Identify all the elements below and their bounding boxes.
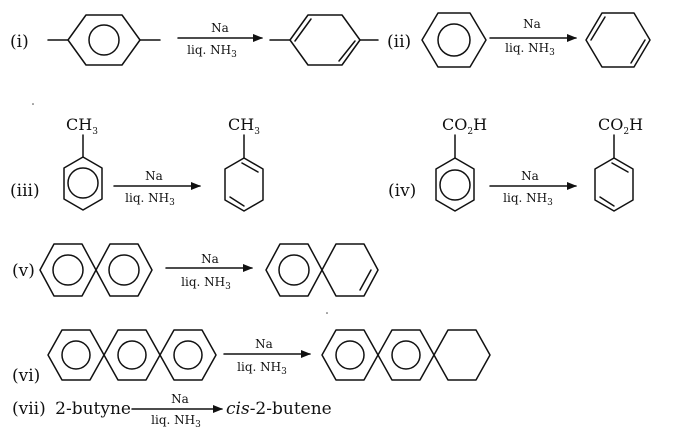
reagent-nh3: liq. NH3 xyxy=(187,43,237,60)
reaction-arrow-i: Na liq. NH3 xyxy=(177,21,263,60)
reactant-benzoic-acid: CO2H xyxy=(435,115,487,212)
reagent-nh3: liq. NH3 xyxy=(125,191,175,208)
reaction-arrow-iii: Na liq. NH3 xyxy=(113,169,201,208)
reaction-v: (v) Na liq. NH3 xyxy=(12,243,379,297)
reagent-nh3: liq. NH3 xyxy=(237,360,287,377)
product-cyclohexadiene xyxy=(585,12,651,68)
reagent-na: Na xyxy=(145,169,163,183)
reagent-na: Na xyxy=(255,337,273,351)
reaction-iii: (iii) CH3 Na liq. NH3 CH3 xyxy=(10,115,264,212)
methyl-group: CH3 xyxy=(66,115,98,137)
reactant-2-butyne: 2-butyne xyxy=(55,399,131,419)
reaction-arrow-iv: Na liq. NH3 xyxy=(489,169,577,208)
reactant-p-xylene xyxy=(47,14,161,66)
methyl-group: CH3 xyxy=(228,115,260,137)
reaction-vii: (vii) 2-butyne Na liq. NH3 cis-2-butene xyxy=(12,392,332,428)
reaction-arrow-ii: Na liq. NH3 xyxy=(489,17,577,58)
reaction-arrow-v: Na liq. NH3 xyxy=(165,252,253,292)
reaction-ii: (ii) Na liq. NH3 xyxy=(387,12,651,68)
reaction-label-iii: (iii) xyxy=(10,181,40,201)
reaction-arrow-vi: Na liq. NH3 xyxy=(223,337,311,377)
scan-speck xyxy=(326,312,328,314)
product-dihydrobenzoic-acid: CO2H xyxy=(594,115,643,212)
reagent-nh3: liq. NH3 xyxy=(151,413,201,428)
reaction-vi: (vi) Na liq. NH3 xyxy=(12,329,491,386)
reagent-na: Na xyxy=(521,169,539,183)
reactant-benzene xyxy=(421,12,487,68)
product-methylcyclohexadiene: CH3 xyxy=(224,115,264,212)
reaction-label-v: (v) xyxy=(12,261,35,281)
reactant-anthracene xyxy=(47,329,217,381)
reaction-label-i: (i) xyxy=(10,32,29,52)
reagent-nh3: liq. NH3 xyxy=(503,191,553,208)
reactant-naphthalene xyxy=(39,243,153,297)
reaction-label-ii: (ii) xyxy=(387,32,411,52)
reagent-na: Na xyxy=(211,21,229,35)
carboxyl-group: CO2H xyxy=(442,115,487,137)
reaction-text-vii: (vii) 2-butyne xyxy=(12,399,131,419)
reactant-toluene: CH3 xyxy=(63,115,103,211)
reagent-na: Na xyxy=(201,252,219,266)
scan-speck xyxy=(32,103,34,105)
reaction-iv: (iv) CO2H Na liq. NH3 CO2H xyxy=(388,115,643,212)
reaction-arrow-vii: Na liq. NH3 xyxy=(131,392,223,428)
reaction-i: (i) Na liq. NH3 xyxy=(10,14,379,66)
reagent-nh3: liq. NH3 xyxy=(505,41,555,58)
carboxyl-group: CO2H xyxy=(598,115,643,137)
reaction-label-vii: (vii) xyxy=(12,399,46,419)
reaction-label-iv: (iv) xyxy=(388,181,416,201)
reagent-nh3: liq. NH3 xyxy=(181,275,231,292)
reagent-na: Na xyxy=(171,392,189,406)
product-cis-2-butene: cis-2-butene xyxy=(226,399,332,419)
product-tetrahydroanthracene xyxy=(321,329,491,381)
product-dimethylcyclohexadiene xyxy=(269,14,379,66)
product-dihydronaphthalene xyxy=(265,243,379,297)
reagent-na: Na xyxy=(523,17,541,31)
reaction-label-vi: (vi) xyxy=(12,366,40,386)
